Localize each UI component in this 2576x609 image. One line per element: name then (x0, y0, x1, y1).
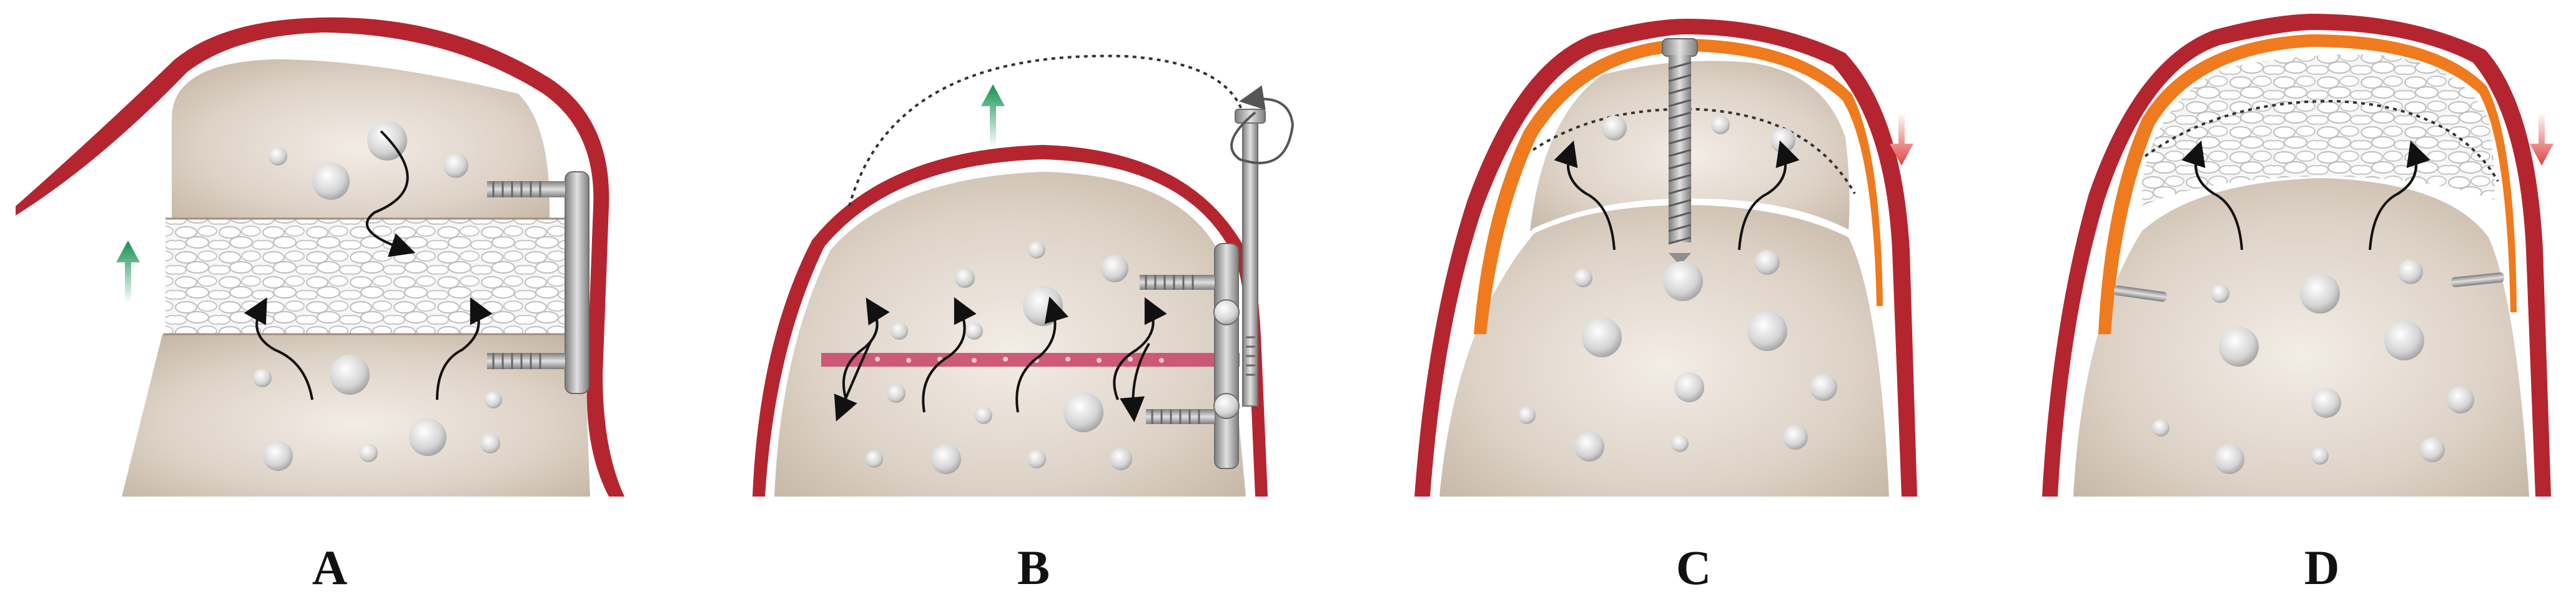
bone-graft (165, 219, 581, 334)
threaded-rod-icon (1246, 336, 1255, 376)
fixation-pin-icon (2114, 285, 2167, 302)
bone-pores (253, 121, 502, 471)
osteogenesis-arrows (1554, 140, 1800, 250)
resorption-down-arrow-icon (2530, 112, 2554, 166)
distraction-line (821, 353, 1240, 367)
fixation-screw-icon (487, 181, 565, 197)
panel-label-c: C (1676, 540, 1711, 595)
bone-pores (866, 241, 1132, 474)
bone-graft (2142, 54, 2495, 206)
growth-up-arrow-icon (981, 84, 1005, 147)
tenting-screw-icon (1662, 38, 1698, 265)
distractor-rod (1242, 118, 1258, 407)
rotation-arrow-icon (1230, 85, 1295, 164)
panel-c (1414, 19, 1917, 497)
resorption-down-arrow-icon (1890, 112, 1913, 166)
target-contour (1532, 107, 1856, 194)
fixation-screw-icon (487, 353, 565, 369)
osteogenesis-arrows (834, 296, 1167, 422)
panel-label-a: A (312, 540, 347, 595)
panel-a (16, 17, 624, 497)
panel-b (753, 54, 1295, 497)
osteogenesis-arrows (2181, 140, 2430, 250)
fixation-screw-icon (1146, 409, 1215, 424)
bone-pores (2152, 259, 2474, 474)
target-contour (2144, 99, 2499, 182)
growth-up-arrow-icon (116, 240, 140, 303)
panel-d (2042, 14, 2554, 497)
upper-bone-segment (172, 59, 550, 219)
lower-bone-segment (122, 334, 590, 497)
osteogenesis-arrows (244, 130, 493, 400)
bone-block (2073, 178, 2529, 497)
bone-block (1439, 205, 1889, 497)
fixation-plate (565, 171, 590, 394)
target-contour (848, 54, 1247, 207)
fixation-screw-icon (1140, 275, 1215, 290)
panel-label-d: D (2304, 540, 2339, 595)
panel-label-b: B (1017, 540, 1050, 595)
distractor-plate (1214, 243, 1239, 469)
fixation-pin-icon (2450, 272, 2505, 287)
